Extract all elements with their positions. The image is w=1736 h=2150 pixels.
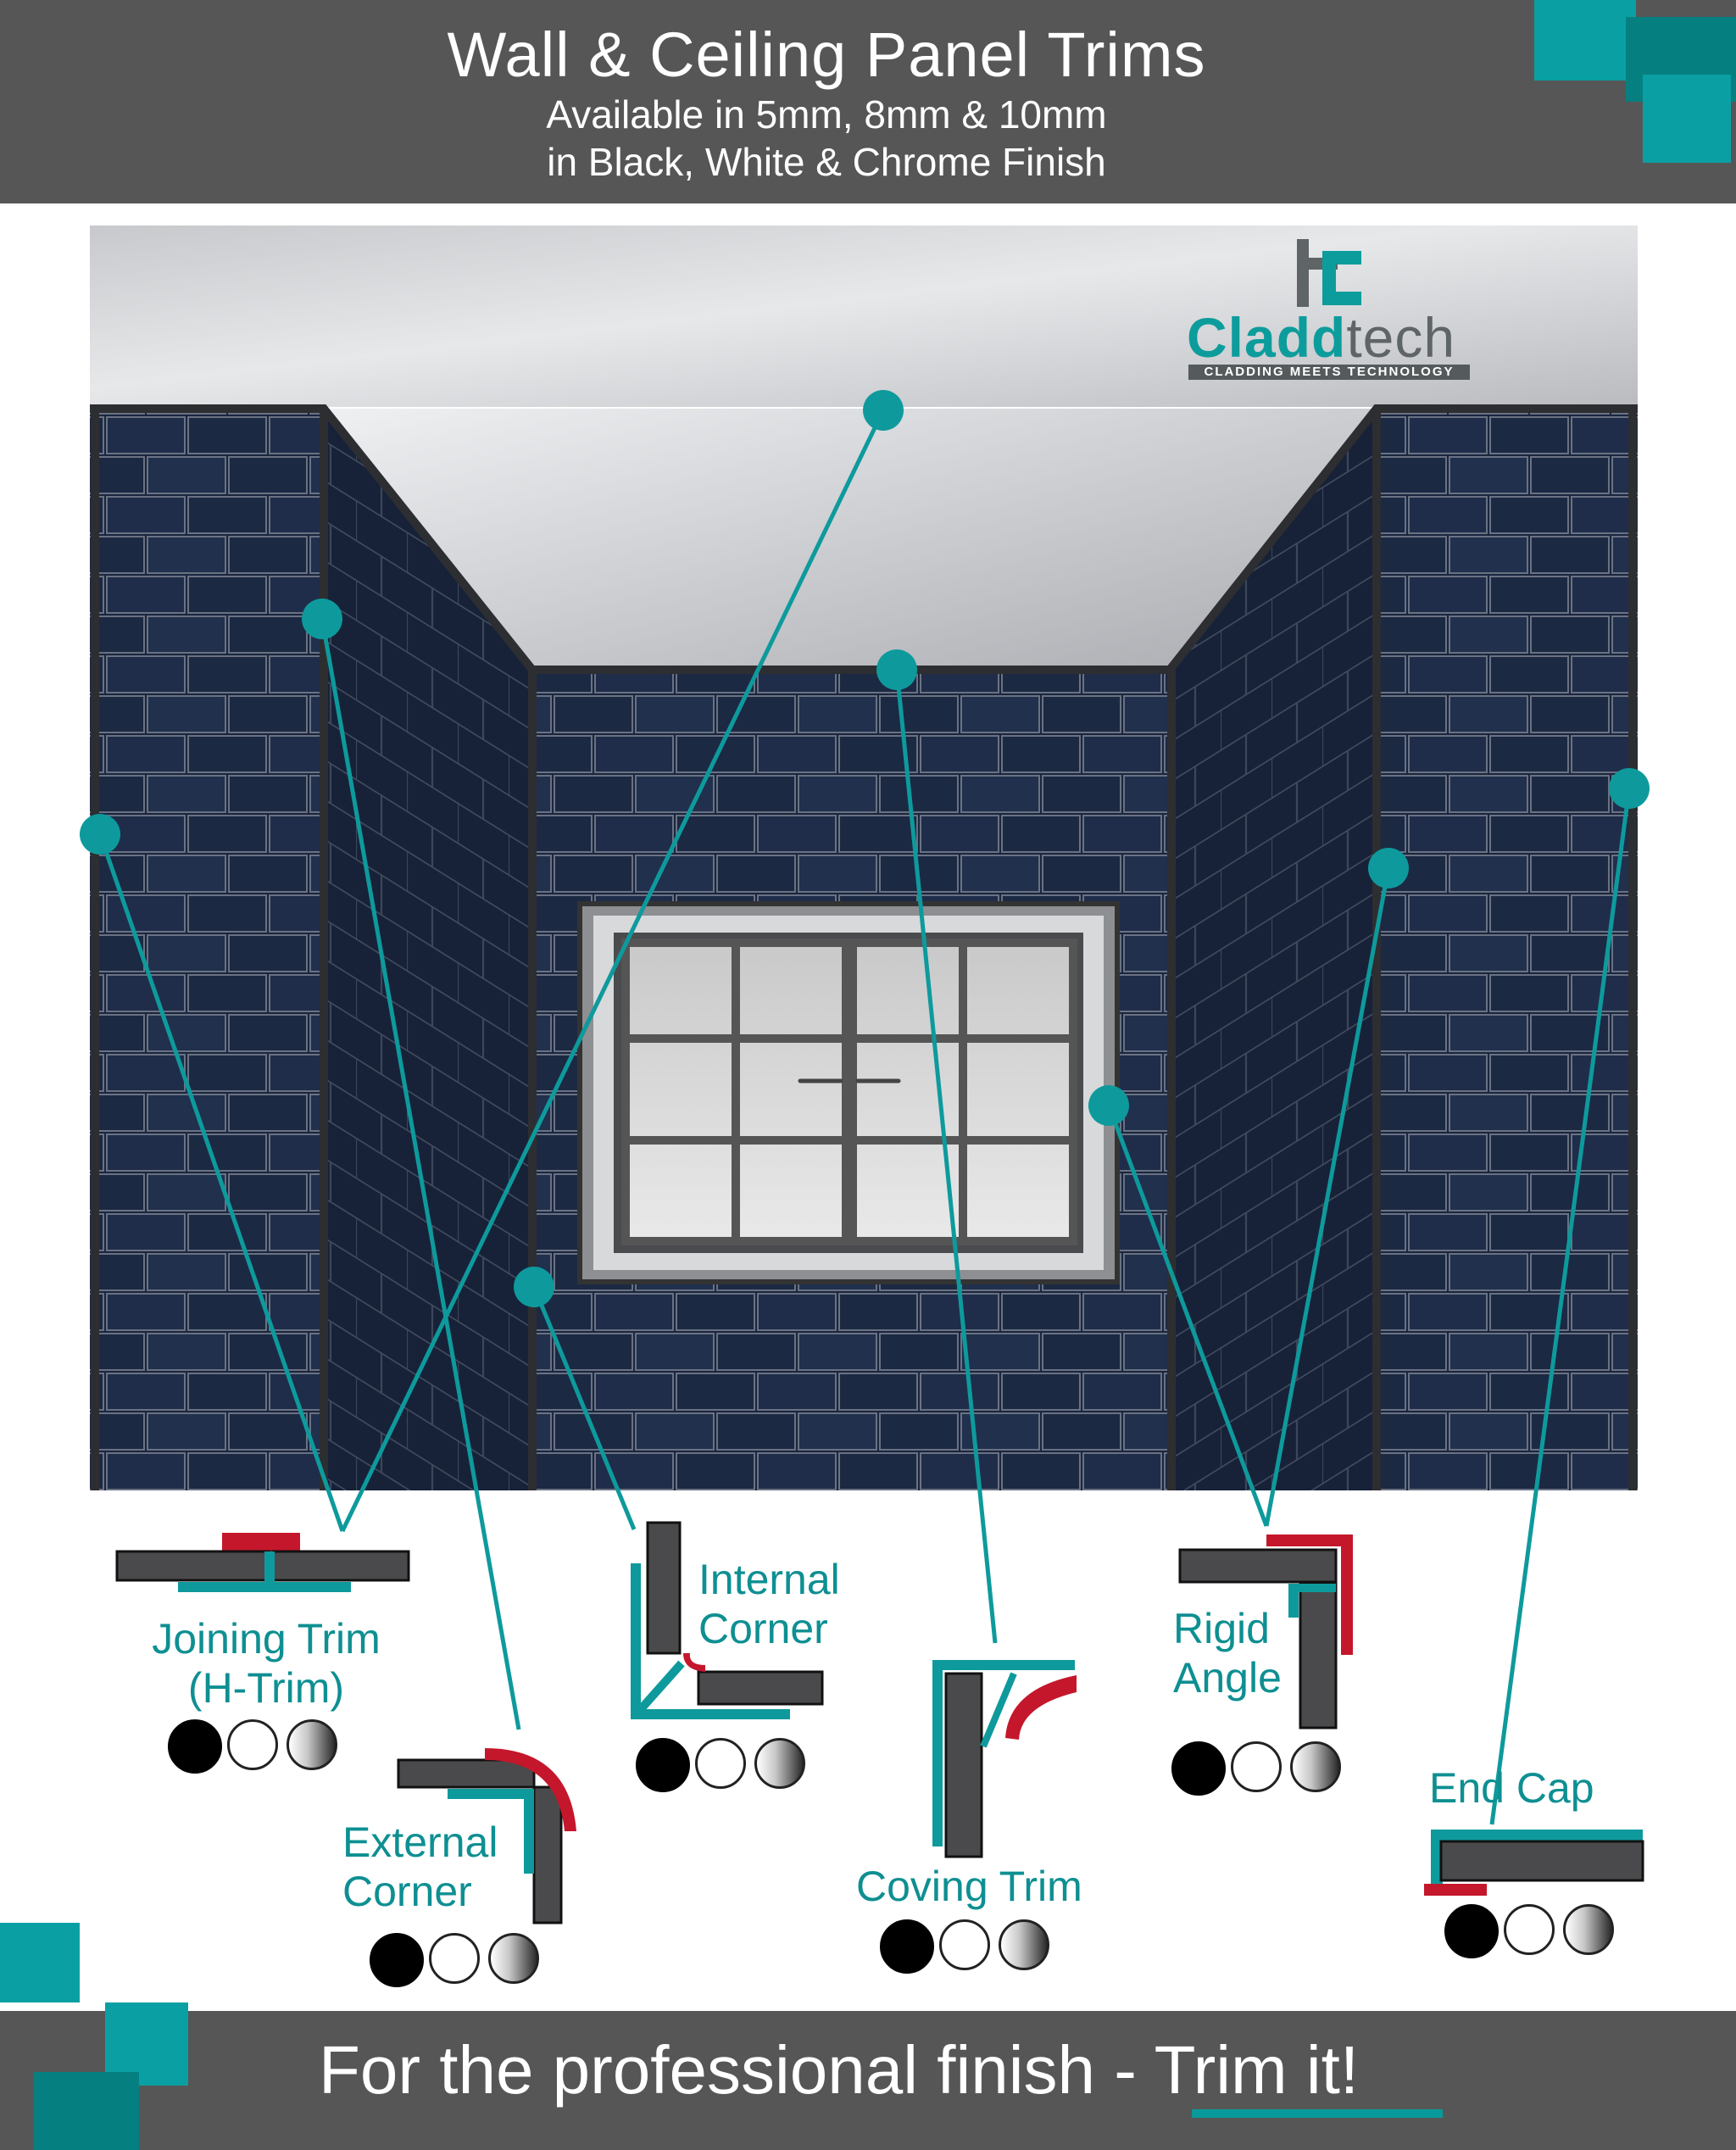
right-wall	[1378, 409, 1638, 1490]
brand-name-part-1: Cladd	[1187, 306, 1347, 369]
white-finish-swatch	[227, 1719, 278, 1770]
decor-square	[1534, 0, 1636, 81]
label-rigid-angle: Rigid Angle	[1173, 1604, 1282, 1702]
internal-corner-diagram	[631, 1521, 824, 1719]
label-line: End Cap	[1429, 1764, 1594, 1812]
chrome-finish-swatch	[488, 1933, 539, 1984]
chrome-finish-swatch	[287, 1719, 337, 1770]
page-subtitle-sizes: Available in 5mm, 8mm & 10mm	[546, 92, 1107, 136]
white-finish-swatch	[1504, 1904, 1555, 1955]
label-line: Internal	[698, 1556, 840, 1603]
label-line: Coving Trim	[856, 1863, 1082, 1910]
leader-lines	[97, 409, 1632, 1825]
brand-tagline: CLADDING MEETS TECHNOLOGY	[1188, 365, 1470, 380]
end-cap-diagram	[1424, 1830, 1644, 1896]
label-line: Corner	[698, 1605, 828, 1652]
chrome-finish-swatch	[1563, 1904, 1614, 1955]
label-internal-corner: Internal Corner	[698, 1555, 840, 1653]
label-line: Rigid	[1173, 1605, 1270, 1652]
coving-trim-diagram	[932, 1660, 1077, 1858]
footer-banner	[0, 2011, 1736, 2150]
callout-dots	[80, 390, 1650, 1307]
page-title: Wall & Ceiling Panel Trims	[447, 19, 1206, 90]
claddtech-logo-icon	[1297, 239, 1361, 307]
black-finish-swatch	[1444, 1904, 1499, 1958]
header-banner: Wall & Ceiling Panel Trims Available in …	[0, 0, 1736, 203]
label-line: Corner	[342, 1868, 472, 1915]
label-line: Joining Trim	[152, 1615, 381, 1663]
black-finish-swatch	[168, 1719, 222, 1774]
wall-trims	[90, 404, 1638, 1490]
brand-name-part-2: tech	[1346, 306, 1456, 369]
chrome-finish-swatch	[754, 1738, 805, 1789]
decor-square	[1643, 75, 1731, 163]
chrome-finish-swatch	[999, 1919, 1049, 1970]
left-wall	[90, 409, 322, 1490]
white-finish-swatch	[695, 1738, 746, 1789]
white-finish-swatch	[939, 1919, 990, 1970]
white-finish-swatch	[429, 1933, 480, 1984]
window	[577, 901, 1120, 1284]
footer-slogan-emphasis: Trim it!	[1154, 2032, 1360, 2108]
decor-square	[105, 2002, 188, 2086]
brand-name: Claddtech	[1187, 305, 1455, 370]
footer-slogan: For the professional finish - Trim it!	[319, 2031, 1359, 2109]
rigid-angle-diagram	[1178, 1535, 1353, 1729]
black-finish-swatch	[1171, 1741, 1226, 1796]
label-line: External	[342, 1819, 498, 1866]
joining-trim-diagram	[115, 1533, 410, 1592]
footer-slogan-text: For the professional finish -	[319, 2032, 1155, 2108]
ceiling-recess	[327, 409, 1373, 670]
decor-square	[0, 1923, 80, 2002]
footer-underline	[1192, 2109, 1443, 2118]
left-return-wall	[324, 409, 532, 1490]
label-line: (H-Trim)	[187, 1664, 345, 1712]
label-line: Angle	[1173, 1654, 1282, 1702]
label-joining-trim: Joining Trim (H-Trim)	[139, 1614, 393, 1713]
page-subtitle-finishes: in Black, White & Chrome Finish	[547, 140, 1106, 184]
external-corner-diagram	[397, 1748, 576, 1924]
label-coving-trim: Coving Trim	[856, 1862, 1082, 1911]
decor-square	[34, 2072, 139, 2150]
label-external-corner: External Corner	[342, 1818, 498, 1916]
black-finish-swatch	[636, 1738, 690, 1792]
chrome-finish-swatch	[1290, 1741, 1341, 1792]
white-finish-swatch	[1231, 1741, 1282, 1792]
black-finish-swatch	[370, 1933, 424, 1987]
black-finish-swatch	[880, 1919, 934, 1974]
label-end-cap: End Cap	[1429, 1763, 1594, 1813]
